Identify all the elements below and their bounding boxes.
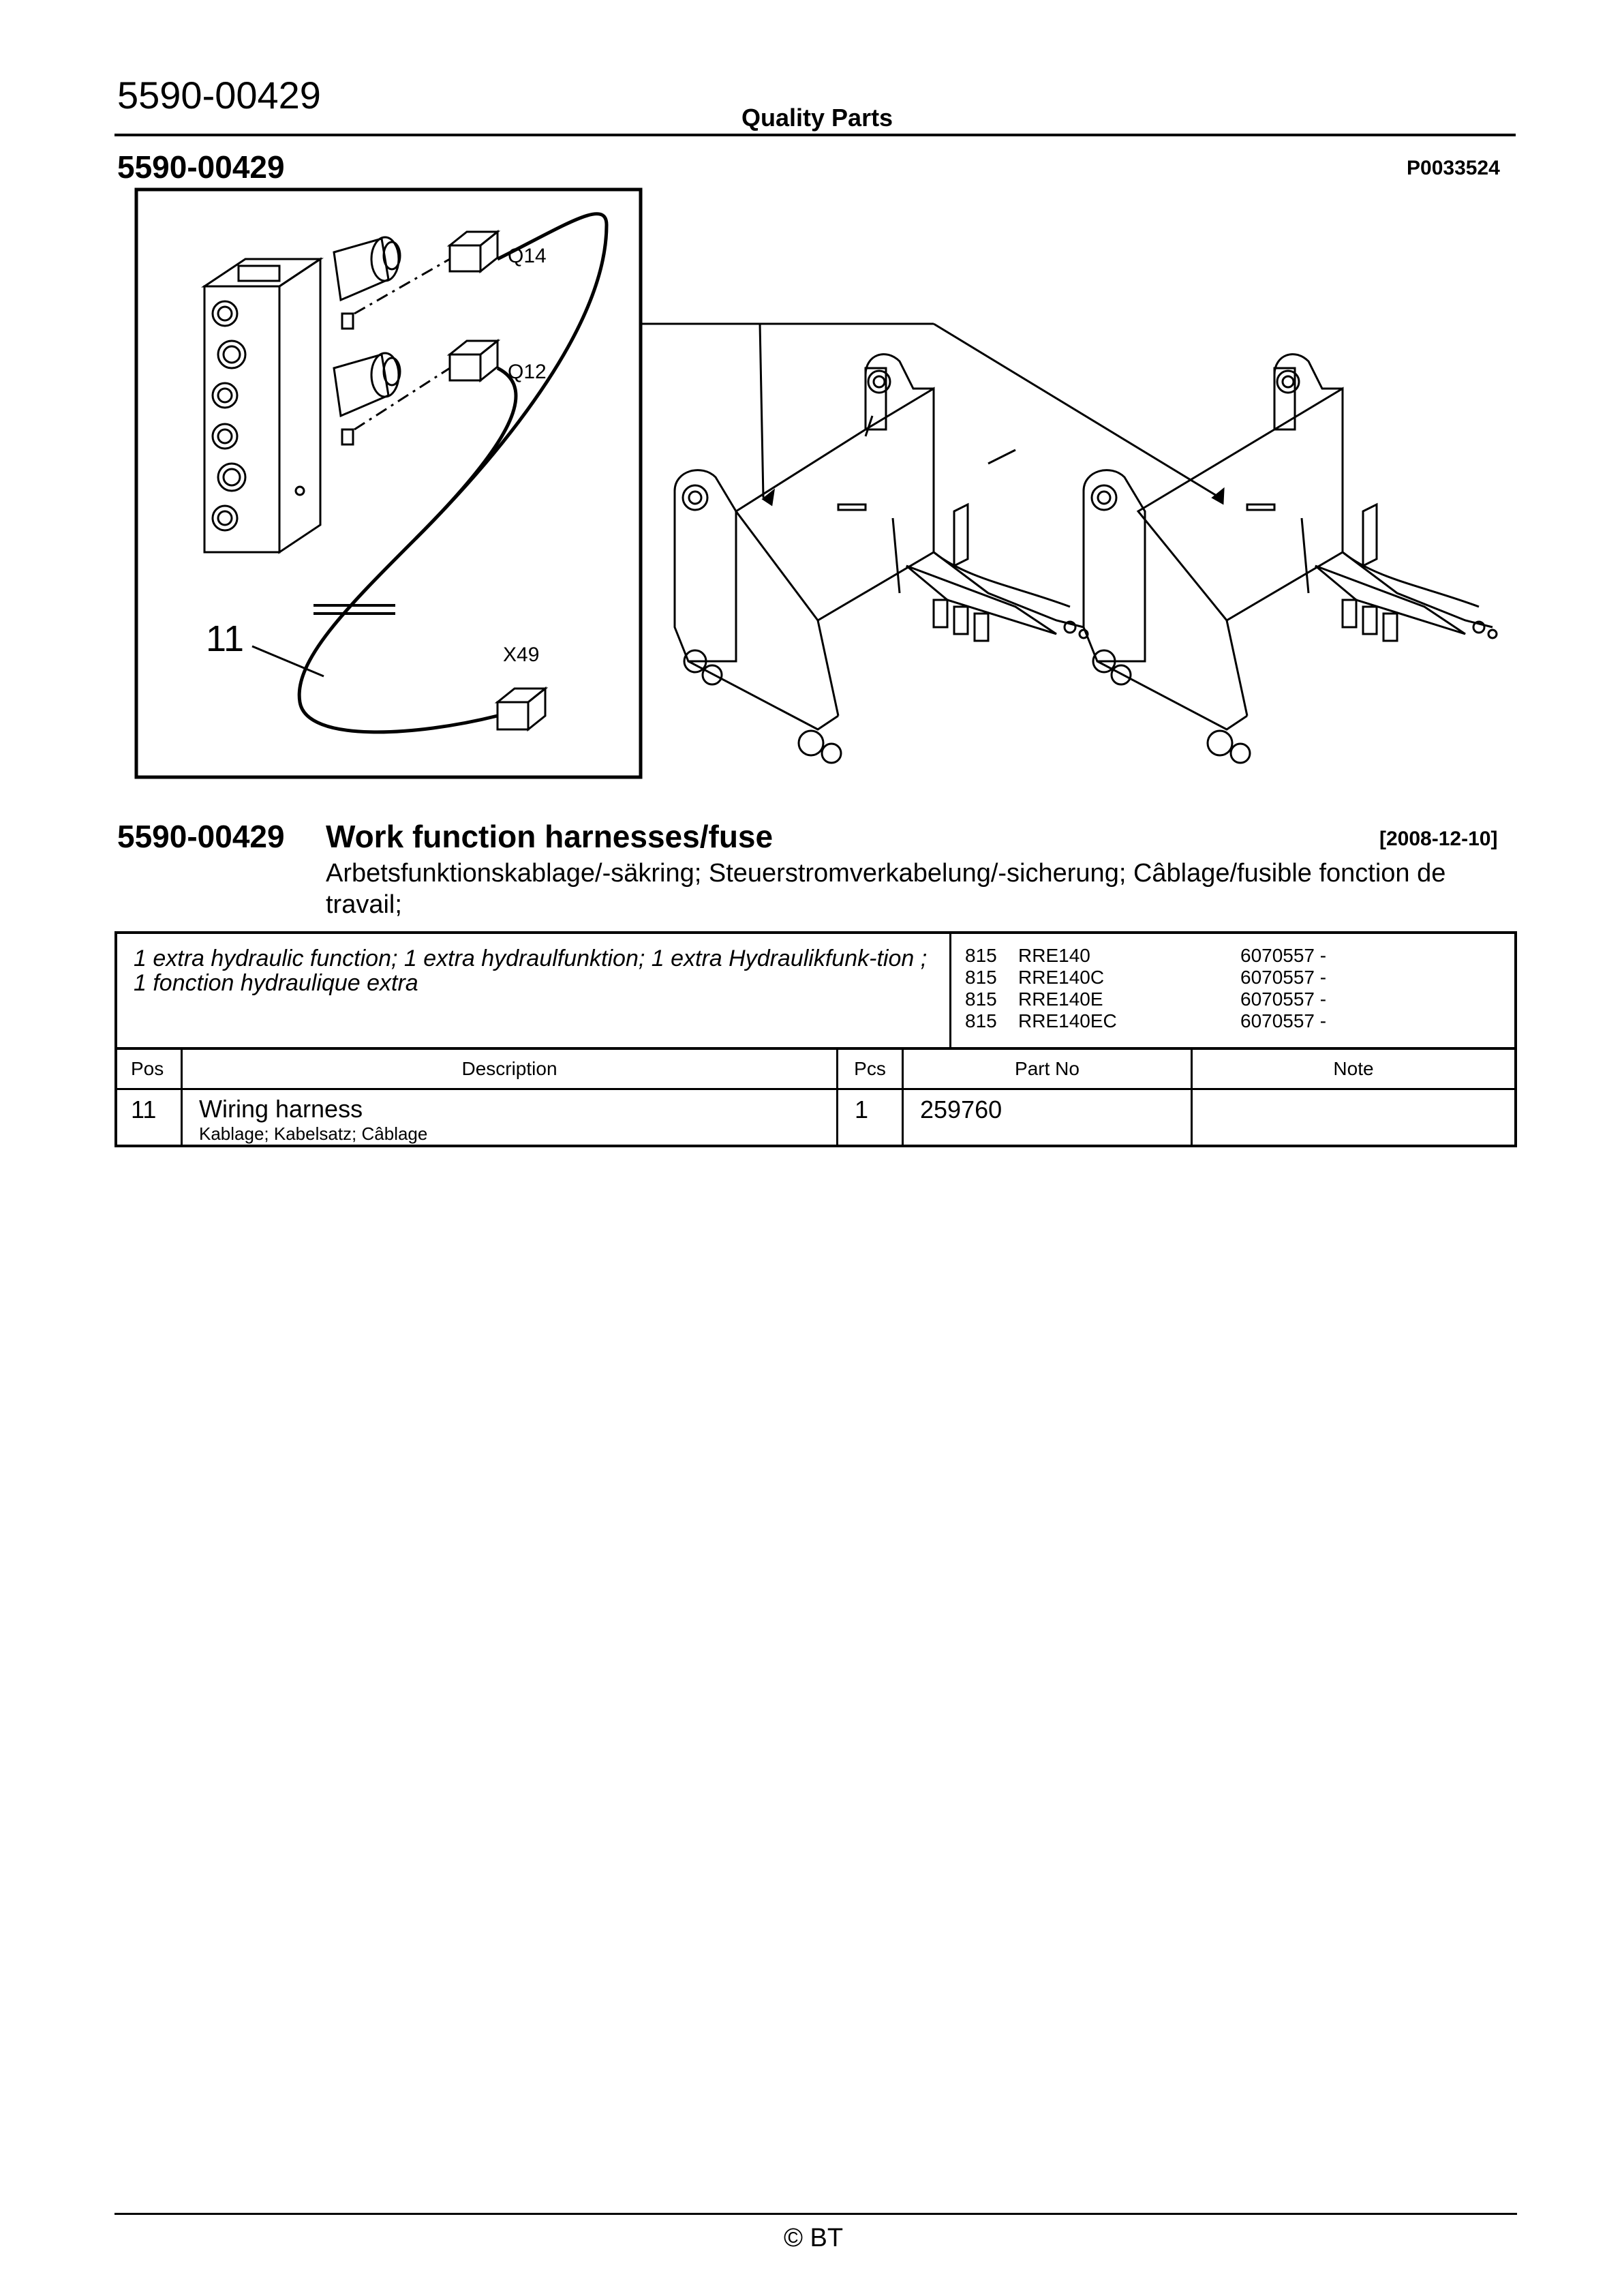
truck-frame-right-drawing bbox=[1082, 353, 1498, 764]
connector-q14-drawing bbox=[446, 229, 501, 274]
row-pcs: 1 bbox=[838, 1090, 904, 1145]
label-q14: Q14 bbox=[508, 245, 547, 267]
drawing-reference: P0033524 bbox=[1407, 157, 1500, 179]
model-line: 815 RRE140 6070557 - bbox=[965, 945, 1501, 967]
model-code: 815 bbox=[965, 988, 997, 1010]
header-pos: Pos bbox=[117, 1050, 183, 1088]
model-code: 815 bbox=[965, 967, 997, 988]
model-serial: 6070557 - bbox=[1240, 945, 1327, 966]
table-header-row: Pos Description Pcs Part No Note bbox=[117, 1050, 1514, 1090]
model-name: RRE140C bbox=[1018, 967, 1105, 988]
model-serial: 6070557 - bbox=[1240, 988, 1327, 1010]
model-serial: 6070557 - bbox=[1240, 1010, 1327, 1031]
title-code: 5590-00429 bbox=[117, 819, 285, 854]
document-number: 5590-00429 bbox=[117, 74, 321, 117]
variant-row: 1 extra hydraulic function; 1 extra hydr… bbox=[117, 934, 1514, 1050]
header-divider bbox=[114, 134, 1516, 136]
title-translations: Arbetsfunktionskablage/-säkring; Steuers… bbox=[326, 859, 1446, 919]
truck-frame-left-drawing bbox=[673, 353, 1089, 764]
model-name: RRE140 bbox=[1018, 945, 1090, 966]
row-description-translations: Kablage; Kabelsatz; Câblage bbox=[199, 1123, 428, 1144]
header-description: Description bbox=[183, 1050, 838, 1088]
model-serial: 6070557 - bbox=[1240, 967, 1327, 988]
model-name: RRE140E bbox=[1018, 988, 1103, 1010]
row-part-no: 259760 bbox=[904, 1090, 1193, 1145]
header-note: Note bbox=[1333, 1058, 1374, 1079]
section-code: 5590-00429 bbox=[117, 149, 285, 185]
row-note bbox=[1193, 1090, 1514, 1145]
label-x49: X49 bbox=[503, 644, 539, 666]
header-part-no: Part No bbox=[904, 1050, 1193, 1088]
model-code: 815 bbox=[965, 945, 997, 966]
title-date: [2008-12-10] bbox=[1379, 828, 1498, 850]
label-q12: Q12 bbox=[508, 361, 547, 383]
title-name: Work function harnesses/fuse bbox=[326, 819, 774, 854]
connector-q12-drawing bbox=[446, 338, 501, 383]
connector-x49-drawing bbox=[494, 686, 549, 732]
valve-block-drawing bbox=[201, 236, 450, 554]
model-line: 815 RRE140E 6070557 - bbox=[965, 988, 1501, 1010]
label-pos-11: 11 bbox=[206, 618, 244, 659]
model-line: 815 RRE140EC 6070557 - bbox=[965, 1010, 1501, 1032]
header-title: Quality Parts bbox=[741, 104, 893, 132]
parts-table: 1 extra hydraulic function; 1 extra hydr… bbox=[114, 931, 1517, 1147]
model-line: 815 RRE140C 6070557 - bbox=[965, 967, 1501, 988]
model-code: 815 bbox=[965, 1010, 997, 1031]
variant-description: 1 extra hydraulic function; 1 extra hydr… bbox=[117, 934, 951, 1047]
row-pos: 11 bbox=[117, 1090, 183, 1145]
footer-divider bbox=[114, 2213, 1517, 2215]
footer-copyright: © BT bbox=[784, 2224, 844, 2252]
row-description-main: Wiring harness bbox=[199, 1095, 363, 1123]
model-name: RRE140EC bbox=[1018, 1010, 1117, 1031]
table-row: 11 Wiring harness Kablage; Kabelsatz; Câ… bbox=[117, 1090, 1514, 1145]
header-pcs: Pcs bbox=[838, 1050, 904, 1088]
variant-models: 815 RRE140 6070557 - 815 RRE140C 6070557… bbox=[951, 934, 1514, 1047]
wiring-harness-drawing bbox=[297, 212, 609, 734]
row-description: Wiring harness Kablage; Kabelsatz; Câbla… bbox=[183, 1090, 838, 1145]
parts-illustration: Q14 Q12 X49 11 bbox=[134, 187, 1498, 779]
detail-frame bbox=[134, 187, 643, 779]
